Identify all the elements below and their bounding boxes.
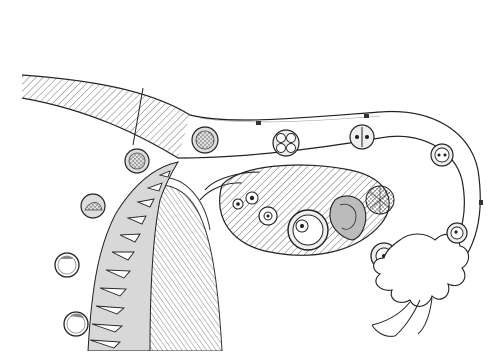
- expanded-blastocyst: [55, 253, 79, 277]
- blastocyst: [81, 194, 105, 218]
- primordial-follicle: [233, 199, 243, 209]
- tube-marker: [364, 114, 369, 118]
- tube-marker: [479, 200, 483, 205]
- hatching-blastocyst: [64, 312, 88, 336]
- pronuclear-stage: [431, 144, 453, 166]
- tube-marker: [256, 121, 261, 125]
- secondary-follicle: [259, 207, 277, 225]
- four-cell-stage: [273, 130, 299, 156]
- morula: [192, 127, 218, 153]
- mature-follicle: [288, 210, 328, 250]
- ovulating-follicle: [366, 186, 394, 214]
- two-cell-stage: [350, 125, 374, 149]
- primary-follicle: [246, 192, 258, 204]
- zygote: [447, 223, 467, 243]
- early-blastocyst: [125, 149, 149, 173]
